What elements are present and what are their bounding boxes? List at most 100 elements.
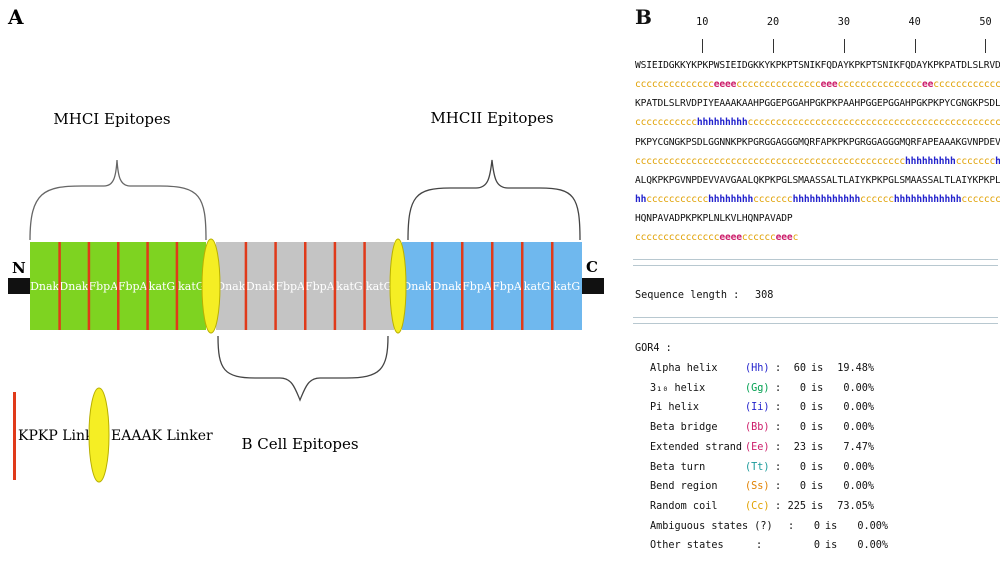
separator: [633, 259, 998, 260]
stat-name: Bend region: [650, 481, 718, 493]
stat-colon: :: [775, 500, 782, 512]
ss-run-coil: ccccccccccc: [646, 193, 709, 205]
gor4-panel: B 10203040506070 WSIEIDGKKYKPKPWSIEIDGKK…: [628, 0, 1000, 572]
stat-is-word: is: [825, 520, 838, 532]
mhcii-title: MHCII Epitopes: [430, 109, 553, 127]
separator: [633, 317, 998, 318]
stat-colon: :: [775, 461, 782, 473]
stat-is-word: is: [811, 422, 824, 434]
sequence-line: PKPYCGNGKPSDLGGNNKPKPGRGGAGGGMQRFAPKPKPG…: [635, 136, 1000, 148]
sequence-line: ALQKPKPGVNPDEVVAVGAALQKPKPGLSMAASSALTLAI…: [635, 174, 1000, 186]
mhci-segment-label: Dnak: [30, 280, 59, 293]
ss-run-helix: hhhhhh: [995, 155, 1000, 167]
sequence-line: WSIEIDGKKYKPKPWSIEIDGKKYKPKPTSNIKFQDAYKP…: [635, 60, 1000, 71]
mhcii-segment-label: katG: [524, 280, 550, 293]
stat-count: 0: [813, 540, 820, 552]
n-terminal-label: N: [12, 259, 26, 277]
ss-run-coil: ccccccccccccccc: [837, 79, 923, 90]
kpkp-linker: [274, 242, 277, 330]
stat-colon: :: [756, 540, 763, 552]
stat-code: (Ii): [745, 402, 770, 414]
bcell-segment-label: katG: [336, 280, 362, 293]
ss-run-coil: ccccccccccc: [635, 117, 697, 129]
stat-is-word: is: [825, 540, 838, 552]
kpkp-linker: [117, 242, 120, 330]
stat-percent: 0.00%: [843, 422, 874, 434]
secondary-structure-line: ccccccccccchhhhhhhhhcccccccccccccccccccc…: [635, 117, 1000, 128]
stat-percent: 0.00%: [843, 461, 874, 473]
ss-run-coil: cccccccccccccccc: [933, 79, 1000, 90]
mhcii-segment-label: Dnak: [402, 280, 431, 293]
sequence-line: KPATDLSLRVDPIYEAAAKAAHPGGEPGGAHPGKPKPAAH…: [635, 98, 1000, 110]
n-terminal-cap: [8, 278, 30, 294]
ruler-tick-label: 40: [908, 17, 921, 28]
stat-code: (Ee): [745, 441, 770, 453]
mhci-title: MHCI Epitopes: [53, 110, 170, 128]
ruler-tick-label: 20: [766, 17, 780, 28]
stat-is-word: is: [811, 481, 824, 493]
secondary-structure-line: cccccccccccccccccccccccccccccccccccccccc…: [635, 156, 1000, 167]
ss-run-coil: cccccc: [741, 232, 776, 244]
mhci-segment-label: Dnak: [59, 280, 88, 293]
stat-name: Alpha helix: [650, 363, 718, 374]
stat-name: Pi helix: [650, 402, 700, 414]
ss-run-coil: cccccccc: [961, 193, 1000, 205]
stat-name: Random coil: [650, 500, 718, 512]
bcell-segment-label: Dnak: [246, 280, 275, 293]
ruler-tick: [985, 39, 987, 53]
stat-is-word: is: [811, 382, 824, 394]
stat-count: 225: [787, 500, 806, 512]
ruler-tick: [773, 39, 775, 53]
stat-is-word: is: [811, 461, 824, 473]
stat-code: (Ss): [745, 481, 770, 493]
kpkp-linker: [58, 242, 61, 330]
bcell-segment-label: FbpA: [275, 280, 306, 293]
secondary-structure-line: ccccccccccccccceeeecccccceeec: [635, 232, 798, 243]
stat-count: 60: [793, 363, 806, 374]
ss-run-strand: eee: [820, 79, 838, 90]
mhcii-brace: [407, 159, 581, 241]
stat-name: Other states: [650, 540, 724, 552]
stat-count: 0: [799, 481, 806, 493]
ss-run-coil: cccccc: [860, 193, 894, 205]
stat-percent: 0.00%: [843, 402, 874, 414]
stat-code: (Gg): [745, 382, 770, 394]
ruler-tick-label: 10: [696, 17, 709, 28]
stat-name: Extended strand: [650, 441, 743, 453]
stat-percent: 19.48%: [837, 363, 874, 374]
stat-colon: :: [775, 402, 782, 414]
c-terminal-label: C: [586, 258, 598, 276]
ss-run-helix: hhhhhhhhh: [905, 155, 956, 167]
ruler-tick: [914, 39, 916, 53]
mhci-brace: [29, 159, 207, 241]
stat-is-word: is: [811, 363, 824, 374]
kpkp-linker: [491, 242, 494, 330]
mhcii-segment-label: FbpA: [462, 280, 493, 293]
mhci-segment-label: FbpA: [88, 280, 119, 293]
kpkp-linker: [461, 242, 464, 330]
ss-run-helix: hhhhhhhhh: [696, 117, 748, 129]
legend-eaaak-label: EAAAK Linker: [111, 428, 213, 444]
stat-code: (Tt): [745, 461, 770, 473]
stat-percent: 0.00%: [843, 382, 874, 394]
kpkp-linker: [87, 242, 91, 330]
stat-count: 0: [799, 461, 806, 473]
stat-colon: :: [775, 441, 782, 453]
gor4-title: GOR4 :: [635, 343, 672, 354]
ss-run-strand: eeee: [719, 232, 742, 244]
stat-percent: 7.47%: [843, 441, 874, 453]
ruler-tick: [843, 39, 845, 53]
ss-run-helix: hh: [635, 193, 647, 205]
panel-b-label: B: [635, 5, 652, 29]
eaaak-linker-1: [201, 238, 221, 334]
kpkp-linker: [551, 242, 554, 330]
kpkp-linker: [521, 242, 524, 330]
construct-diagram: A MHCI Epitopes MHCII Epitopes B Cell Ep…: [7, 5, 604, 483]
ss-run-coil: ccccccccccccccc: [635, 232, 720, 244]
stat-colon: :: [788, 520, 795, 532]
ss-run-helix: hhhhhhhh: [708, 193, 754, 205]
bcell-segment-label: FbpA: [305, 280, 336, 293]
sequence-length-value: 308: [755, 290, 774, 301]
